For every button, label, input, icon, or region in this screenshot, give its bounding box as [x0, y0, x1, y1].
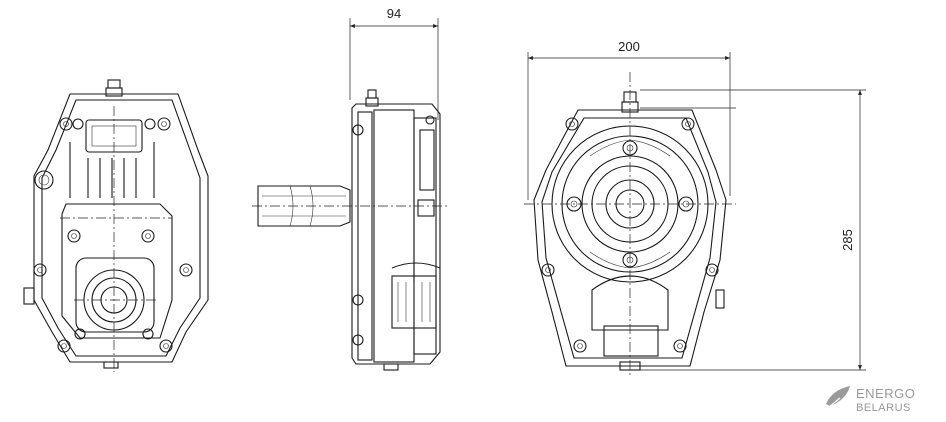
dimension-label-285: 285	[840, 229, 855, 251]
rear-view	[23, 79, 209, 372]
logo-line1: ENERGO	[856, 386, 915, 401]
dimension-label-200: 200	[618, 39, 640, 54]
brand-logo: ENERGO BELARUS	[826, 386, 915, 414]
logo-line2: BELARUS	[856, 402, 911, 414]
side-view	[252, 18, 448, 371]
dimension-label-94: 94	[387, 6, 401, 21]
leaf-icon	[826, 386, 850, 406]
front-view	[524, 52, 866, 376]
